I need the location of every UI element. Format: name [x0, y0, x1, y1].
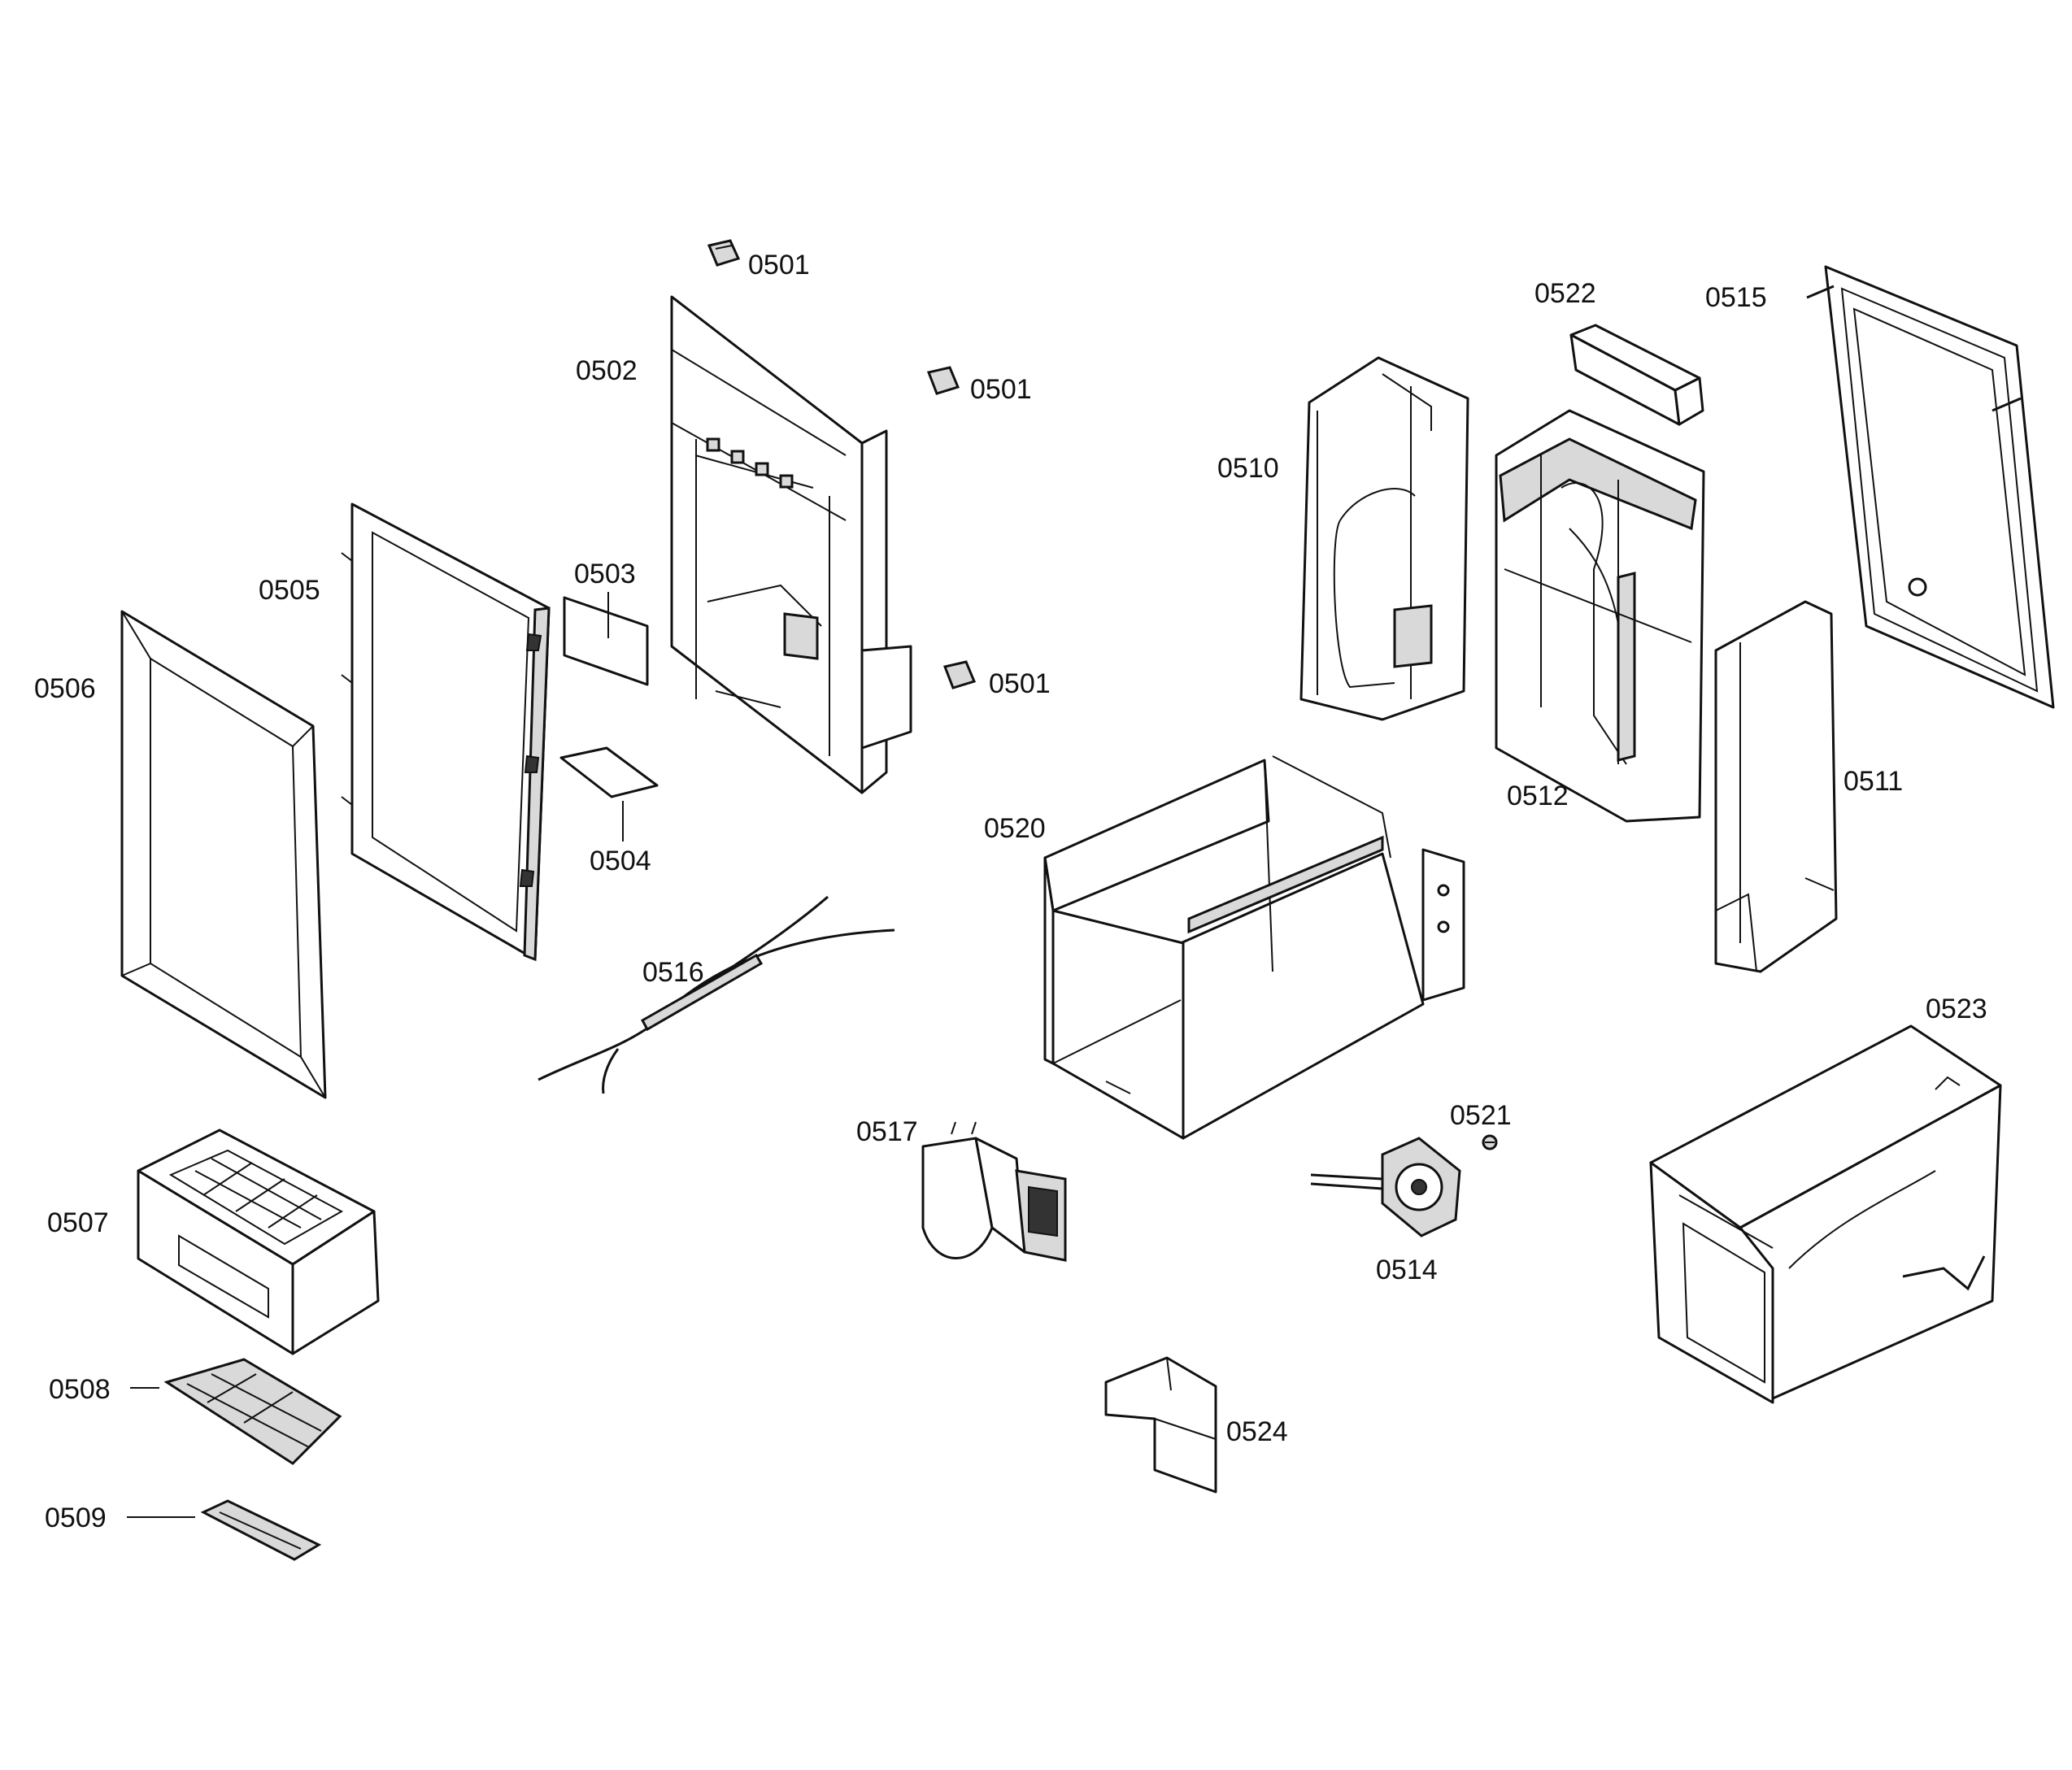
part-0517-valve-assembly [921, 1121, 1067, 1262]
part-0501-clip-top [707, 239, 741, 267]
label-0514: 0514 [1376, 1255, 1438, 1285]
part-0508-tray-grille [130, 1358, 342, 1465]
label-0508: 0508 [49, 1374, 111, 1405]
label-0510: 0510 [1217, 453, 1279, 484]
part-0522-top-cover [1569, 324, 1704, 426]
part-0515-door-panel [1806, 265, 2055, 709]
label-0506: 0506 [34, 673, 96, 704]
label-0502: 0502 [576, 355, 638, 386]
label-0501-top: 0501 [748, 250, 810, 281]
part-0501-clip-middle [926, 366, 960, 395]
part-0520-cage-frame [1043, 755, 1465, 1140]
part-0523-ice-bin [1649, 1024, 2002, 1404]
label-0505: 0505 [259, 575, 320, 606]
label-0517: 0517 [856, 1116, 918, 1147]
label-0523: 0523 [1926, 994, 1987, 1024]
part-0504-plate [559, 746, 659, 842]
label-0515: 0515 [1705, 282, 1767, 313]
part-0501-clip-lower [942, 660, 977, 689]
part-0524-bracket [1104, 1356, 1217, 1494]
label-0511: 0511 [1843, 766, 1903, 797]
part-0507-dispenser-cover [137, 1129, 380, 1355]
part-0512-evaporator [1495, 409, 1705, 823]
label-0507: 0507 [47, 1207, 109, 1238]
label-0524: 0524 [1226, 1416, 1288, 1447]
part-0505-inner-frame [341, 502, 551, 962]
part-0516-wire-harness [538, 895, 895, 1094]
part-0503-plate [563, 592, 649, 686]
part-0502-dispenser-housing [670, 295, 912, 794]
part-0510-left-liner [1299, 356, 1469, 721]
label-0522: 0522 [1534, 278, 1596, 309]
part-0511-side-panel [1714, 600, 1838, 973]
part-0514-fan [1310, 1137, 1461, 1237]
part-0509-small-tray [127, 1499, 322, 1561]
label-0521: 0521 [1450, 1100, 1512, 1131]
label-0504: 0504 [590, 846, 651, 876]
label-0501-middle: 0501 [970, 374, 1032, 405]
part-0521-screw [1482, 1134, 1498, 1150]
label-0501-lower: 0501 [989, 668, 1051, 699]
label-0520: 0520 [984, 813, 1046, 844]
part-0506-outer-frame [120, 610, 327, 1099]
label-0503: 0503 [574, 559, 636, 589]
label-0512: 0512 [1507, 781, 1569, 811]
label-0516: 0516 [642, 957, 704, 988]
label-0509: 0509 [45, 1503, 107, 1533]
